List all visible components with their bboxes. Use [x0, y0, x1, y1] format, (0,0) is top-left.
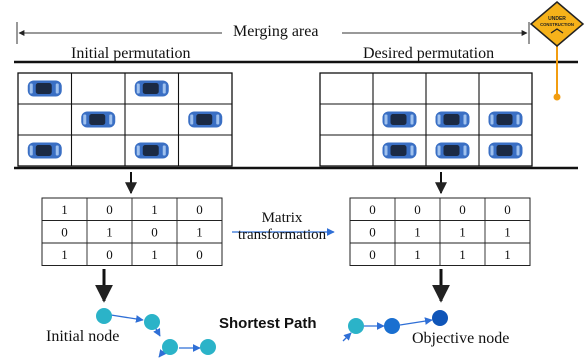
objective-path-graph	[342, 310, 448, 342]
car-icon	[382, 111, 417, 128]
matrix-cell: 1	[61, 202, 68, 217]
matrix-cell: 1	[504, 247, 511, 262]
matrix-cell: 0	[151, 224, 158, 239]
svg-text:UNDER: UNDER	[548, 16, 566, 22]
matrix-cell: 0	[106, 247, 113, 262]
graph-node-objective	[432, 310, 448, 326]
matrix-cell: 1	[414, 247, 421, 262]
car-icon	[488, 142, 523, 159]
svg-text:CONSTRUCTION: CONSTRUCTION	[540, 22, 574, 27]
matrix-cell: 0	[106, 202, 113, 217]
desired-permutation-grid	[319, 72, 533, 167]
merging-area-label: Merging area	[233, 23, 319, 40]
matrix-cell: 0	[414, 202, 421, 217]
matrix-cell: 0	[196, 247, 203, 262]
initial-node-label: Initial node	[46, 328, 120, 345]
car-icon	[134, 80, 169, 97]
matrix-cell: 0	[61, 224, 68, 239]
matrix-cell: 1	[151, 247, 158, 262]
car-icon	[188, 111, 223, 128]
transform-line-1: Matrix	[261, 210, 303, 226]
matrix-cell: 1	[414, 224, 421, 239]
matrix-cell: 0	[196, 202, 203, 217]
graph-node	[144, 314, 160, 330]
matrix-cell: 1	[61, 247, 68, 262]
initial-path-graph	[96, 308, 216, 358]
car-icon	[27, 80, 62, 97]
graph-node-initial	[96, 308, 112, 324]
transform-line-2: transformation	[237, 227, 327, 243]
graph-node	[348, 318, 364, 334]
desired-matrix-table: 0 0 0 0 0 1 1 1 0 1 1 1	[349, 197, 531, 266]
under-construction-sign-icon: UNDER CONSTRUCTION	[529, 1, 585, 101]
matrix-cell: 0	[369, 247, 376, 262]
car-icon	[81, 111, 116, 128]
car-icon	[382, 142, 417, 159]
matrix-cell: 0	[459, 202, 466, 217]
matrix-cell: 1	[106, 224, 113, 239]
car-icon	[488, 111, 523, 128]
shortest-path-label: Shortest Path	[219, 315, 317, 332]
matrix-cell: 0	[369, 224, 376, 239]
matrix-cell: 1	[151, 202, 158, 217]
graph-node	[384, 318, 400, 334]
initial-permutation-label: Initial permutation	[71, 45, 191, 62]
car-icon	[134, 142, 169, 159]
car-icon	[27, 142, 62, 159]
objective-node-label: Objective node	[412, 330, 510, 347]
matrix-cell: 1	[459, 224, 466, 239]
matrix-cell: 1	[504, 224, 511, 239]
initial-matrix-table: 1 0 1 0 0 1 0 1 1 0 1 0	[41, 197, 223, 266]
matrix-cell: 0	[504, 202, 511, 217]
matrix-transformation-label: Matrix transformation	[226, 210, 338, 244]
car-icon	[435, 111, 470, 128]
desired-permutation-label: Desired permutation	[363, 45, 495, 62]
initial-permutation-grid	[17, 72, 233, 167]
matrix-cell: 0	[369, 202, 376, 217]
matrix-cell: 1	[459, 247, 466, 262]
car-icon	[435, 142, 470, 159]
matrix-cell: 1	[196, 224, 203, 239]
graph-node	[200, 339, 216, 355]
graph-node	[162, 339, 178, 355]
